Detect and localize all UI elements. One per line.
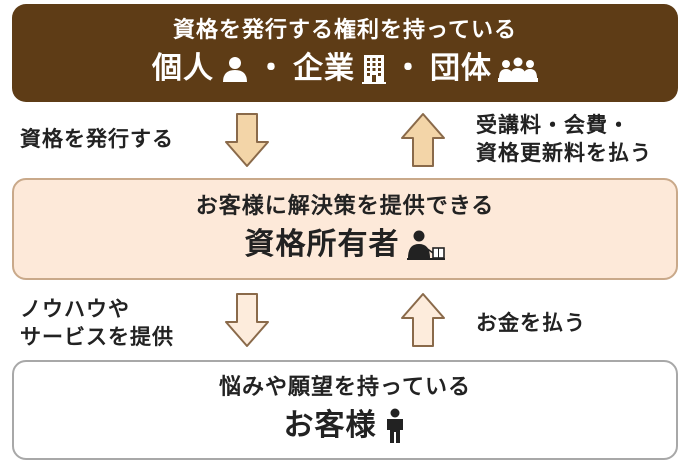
- flow-issue-label: 資格を発行する: [20, 127, 174, 151]
- flow-service-label-line-1: ノウハウや: [20, 297, 130, 321]
- issuer-company: 企業: [293, 51, 355, 86]
- arrow-up-upper: [401, 113, 445, 167]
- issuer-separator-2: ・: [393, 51, 424, 86]
- arrow-down-lower: [225, 293, 269, 347]
- arrow-up-lower: [401, 293, 445, 347]
- issuer-subtitle: 資格を発行する権利を持っている: [173, 18, 517, 43]
- issuer-title: 個人 ・ 企業 ・ 団体: [152, 49, 538, 89]
- building-icon: [362, 55, 386, 84]
- customer-title-row: お客様: [284, 406, 407, 446]
- holder-title-row: 資格所有者: [245, 225, 446, 265]
- holder-subtitle: お客様に解決策を提供できる: [195, 194, 495, 219]
- customer-subtitle: 悩みや願望を持っている: [219, 375, 471, 400]
- flow-fees-label-line-2: 資格更新料を払う: [476, 141, 652, 165]
- issuer-box: 資格を発行する権利を持っている 個人 ・ 企業 ・ 団体: [12, 4, 678, 102]
- customer-box: 悩みや願望を持っている お客様: [12, 360, 678, 460]
- issuer-separator-1: ・: [256, 51, 287, 86]
- issuer-group: 団体: [430, 51, 492, 86]
- flow-payment-label: お金を払う: [476, 311, 586, 335]
- presenter-icon: [406, 230, 445, 260]
- flow-service-label-line-2: サービスを提供: [20, 325, 174, 349]
- flow-fees-label-line-1: 受講料・会費・: [476, 113, 630, 137]
- person-icon: [223, 57, 247, 82]
- holder-title: 資格所有者: [244, 227, 400, 262]
- arrow-down-upper: [225, 113, 269, 167]
- group-icon: [498, 57, 538, 82]
- customer-title: お客様: [283, 408, 377, 443]
- holder-box: お客様に解決策を提供できる 資格所有者: [12, 178, 678, 280]
- standing-person-icon: [386, 408, 403, 443]
- issuer-individual: 個人: [152, 51, 214, 86]
